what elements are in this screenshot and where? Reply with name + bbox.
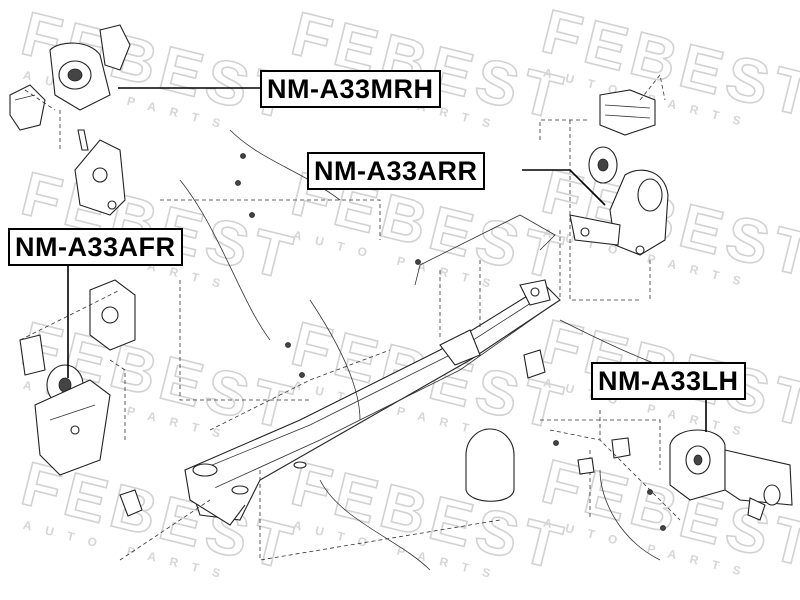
leader-lines: [67, 87, 707, 432]
part-label-mrh: NM-A33MRH: [260, 70, 441, 108]
reference-lines: [119, 119, 701, 571]
part-label-afr: NM-A33AFR: [8, 228, 183, 266]
subframe-crossmember: [184, 214, 561, 526]
part-label-lh: NM-A33LH: [591, 362, 746, 400]
mount-lh-group: [549, 410, 793, 521]
mount-arr-group: [569, 74, 669, 301]
watermark-text: FEBEST: [535, 0, 800, 132]
center-parts: [465, 349, 546, 502]
part-label-arr: NM-A33ARR: [307, 152, 485, 190]
bolts: [235, 153, 666, 531]
mount-afr-group: [19, 279, 143, 517]
mount-mrh-group: [9, 24, 131, 216]
